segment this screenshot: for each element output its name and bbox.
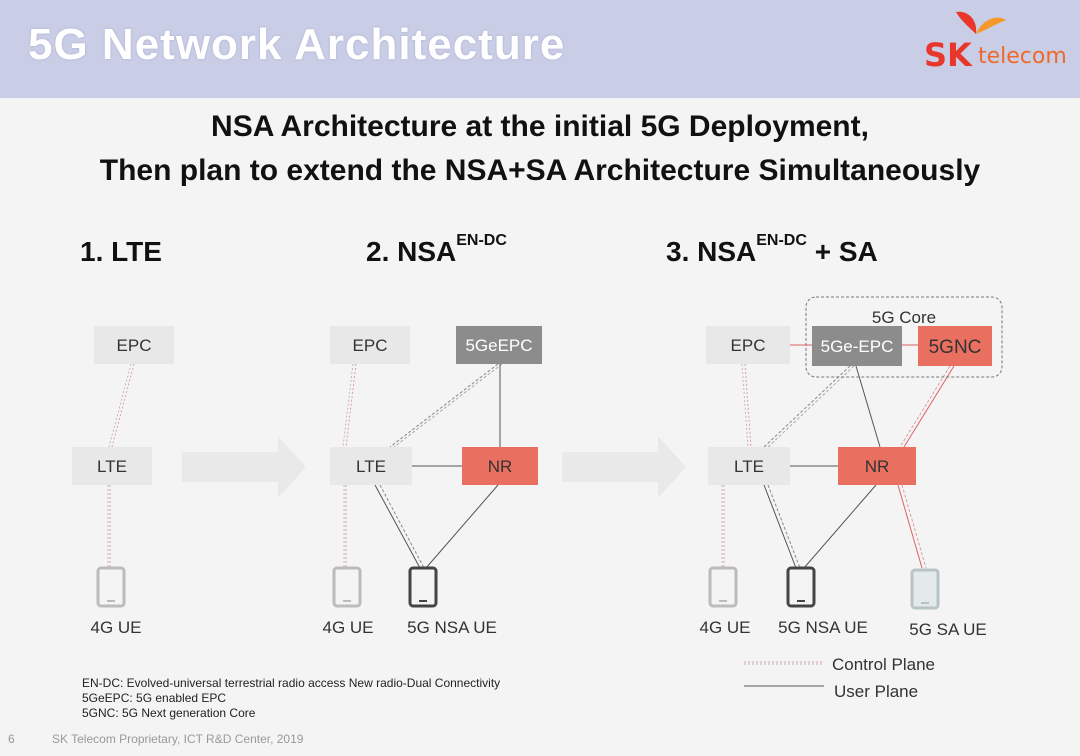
sa-section-nr-node	[838, 447, 916, 485]
node-label: 4G UE	[90, 618, 141, 637]
nsa-section-nr-node	[462, 447, 538, 485]
phone-icon	[332, 566, 362, 608]
header-bar: 5G Network Architecture SK telecom	[0, 0, 1080, 98]
note-line: EN-DC: Evolved-universal terrestrial rad…	[82, 676, 501, 690]
node-label: 5GNC	[929, 337, 982, 358]
node-label: NR	[488, 457, 513, 476]
note-line: 5GeEPC: 5G enabled EPC	[82, 691, 227, 705]
node-label: 5G SA UE	[909, 620, 986, 639]
node-label: EPC	[117, 336, 152, 355]
node-label: 5G NSA UE	[407, 618, 497, 637]
footer-text: SK Telecom Proprietary, ICT R&D Center, …	[52, 732, 304, 746]
node-label: 5Ge-EPC	[821, 337, 894, 356]
node-label: 4G UE	[699, 618, 750, 637]
transition-arrow-1	[182, 436, 306, 498]
nsa-section-5gepc-node	[456, 326, 542, 364]
legend-control-label: Control Plane	[832, 655, 935, 674]
5g-core-group	[805, 296, 1003, 378]
subtitle-line-1: NSA Architecture at the initial 5G Deplo…	[211, 110, 869, 143]
node-label: 5GeEPC	[465, 336, 532, 355]
node-label: LTE	[356, 457, 386, 476]
lte-section-lte-node	[72, 447, 152, 485]
sk-butterfly-icon	[956, 11, 1006, 34]
node-label: EPC	[353, 336, 388, 355]
sa-section-5gnc-node	[918, 326, 992, 366]
transition-arrow-2	[562, 436, 686, 498]
subtitle-line-2: Then plan to extend the NSA+SA Architect…	[99, 154, 981, 187]
section-title-nsa: 2. NSAEN-DC	[366, 231, 507, 267]
logo-sk-text: SK	[924, 36, 972, 74]
node-label: LTE	[734, 457, 764, 476]
sa-section-lte-node	[708, 447, 790, 485]
nsa-section-lte-node	[330, 447, 412, 485]
sa-section-5ge-epc-node	[812, 326, 902, 366]
page-number: 6	[8, 732, 15, 746]
sa-section-epc-node	[706, 326, 790, 364]
phone-icon	[910, 568, 940, 610]
notes: EN-DC: Evolved-universal terrestrial rad…	[82, 676, 500, 721]
phone-icon	[708, 566, 738, 608]
5g-core-label: 5G Core	[872, 308, 936, 327]
phone-icon	[408, 566, 438, 608]
phone-icon	[96, 566, 126, 608]
slide-title: 5G Network Architecture	[28, 20, 566, 69]
node-label: LTE	[97, 457, 127, 476]
node-label: 4G UE	[322, 618, 373, 637]
nsa-section-epc-node	[330, 326, 410, 364]
section-title-lte: 1. LTE	[80, 236, 162, 267]
sk-telecom-logo: SK telecom	[922, 10, 1074, 76]
section-title-nsa-sa: 3. NSAEN-DC + SA	[666, 231, 878, 267]
node-label: EPC	[731, 336, 766, 355]
node-label: NR	[865, 457, 890, 476]
phone-icon	[786, 566, 816, 608]
node-label: 5G NSA UE	[778, 618, 868, 637]
lte-section-epc-node	[94, 326, 174, 364]
legend-user-label: User Plane	[834, 682, 918, 701]
logo-telecom-text: telecom	[978, 44, 1067, 69]
note-line: 5GNC: 5G Next generation Core	[82, 706, 256, 720]
